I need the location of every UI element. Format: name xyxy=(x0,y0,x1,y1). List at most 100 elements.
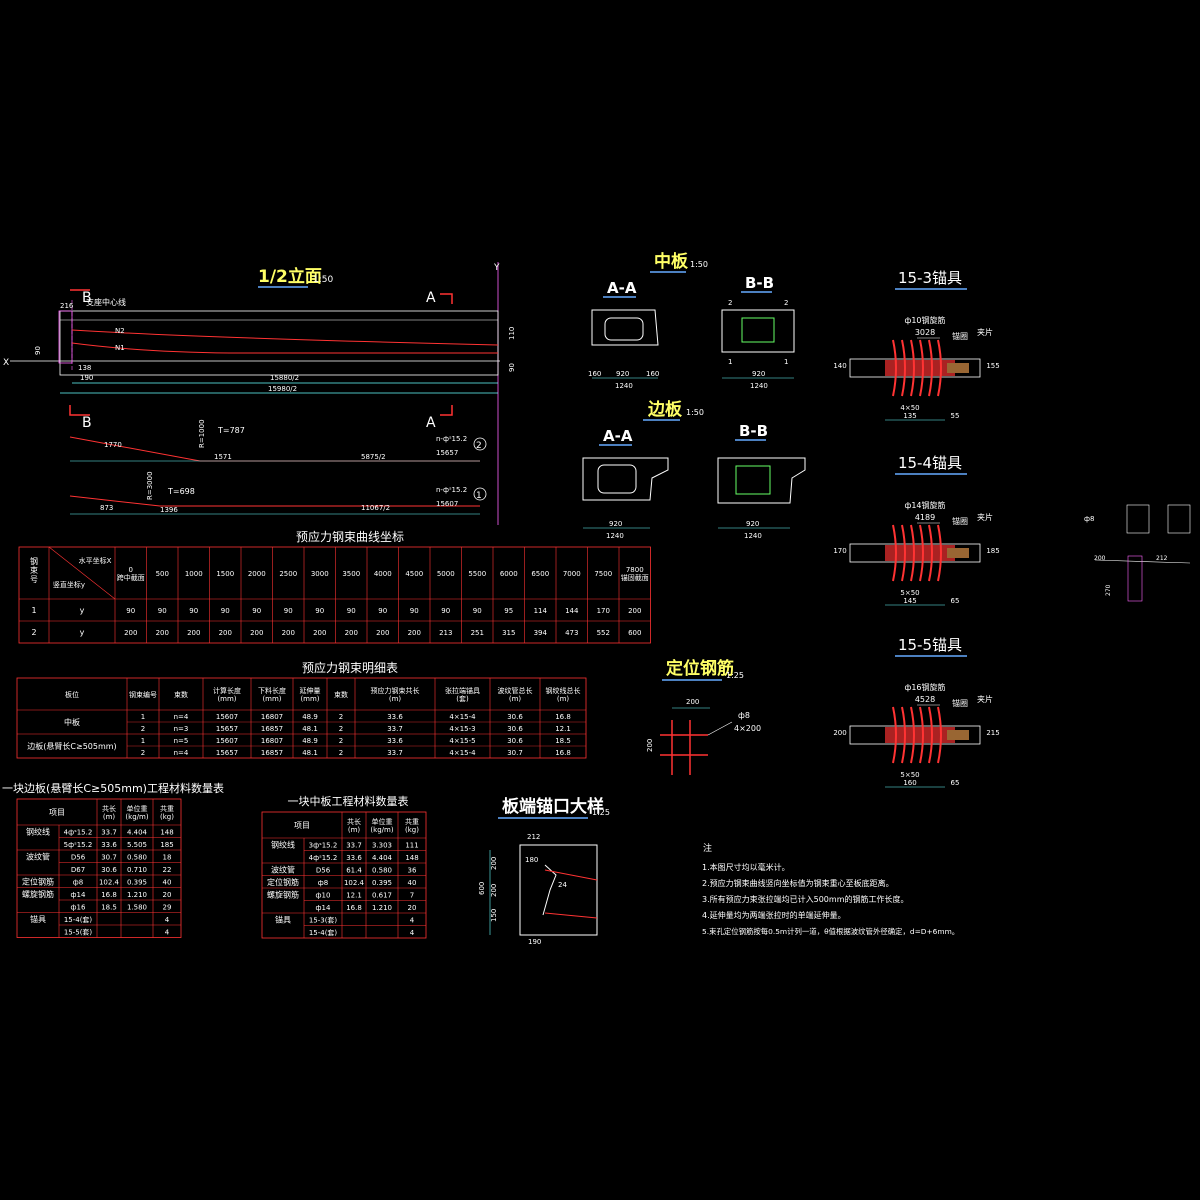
detail-table-head-6-line: 束数 xyxy=(334,690,348,699)
detail-table-head-8-line: (套) xyxy=(456,694,469,703)
edge-qty-cell-line: 0.710 xyxy=(127,866,147,874)
detail-table-title-line: 预应力钢束明细表 xyxy=(302,660,398,675)
edge-qty-cell: 1.580 xyxy=(127,903,147,911)
edge-qty-cell-line: 20 xyxy=(163,891,172,899)
middle-aa-dim-920: 920 xyxy=(616,370,629,378)
edge-qty-head-3-line: 单位重 xyxy=(127,804,148,813)
right-side-detail: ф8 200 212 270 xyxy=(1084,504,1191,602)
detail-table-cell-line: 4×15-5 xyxy=(449,737,475,745)
edge-qty-cell: 18 xyxy=(163,853,172,861)
coord-table-diagonal xyxy=(48,546,116,600)
coord-table-head-id: 钢束号 xyxy=(30,556,38,584)
middle-qty-head-3-line: 单位重 xyxy=(372,817,393,826)
coord-table-row-id-line: 2 xyxy=(31,628,36,637)
tendon-2-incline xyxy=(69,436,201,462)
middle-qty-cell-line: 0.617 xyxy=(372,891,392,899)
coord-table-cell-line: 552 xyxy=(597,629,610,637)
middle-bb-void xyxy=(741,317,775,343)
anchor-5-bar-length: 4528 xyxy=(915,695,935,704)
middle-qty-cell-line: 波纹管 xyxy=(271,864,295,874)
coord-table-cell-line: 200 xyxy=(187,629,200,637)
detail-table-cell: 16857 xyxy=(261,749,283,757)
edge-qty-cell: 29 xyxy=(163,903,172,911)
anchor-3-dim-spiral: 4×50 xyxy=(900,404,919,412)
detail-table-cell: 16.8 xyxy=(555,713,571,721)
coord-table-cell-line: 90 xyxy=(284,607,293,615)
anchor-5-spiral-turn xyxy=(901,706,906,764)
anchor-4-dim-tail-line: 65 xyxy=(951,597,960,605)
coord-table-border xyxy=(18,546,651,644)
anchor-3-wedge xyxy=(947,363,969,373)
edge-qty-cell-line: 33.6 xyxy=(101,841,117,849)
detail-table-head-4-line: 下料长度 xyxy=(258,686,286,695)
coord-table-cell-line: 90 xyxy=(315,607,324,615)
edge-bb-title: B-B xyxy=(739,422,768,440)
anchor-4-dim-right-a: 185 xyxy=(986,547,999,555)
detail-table-cell: 18.5 xyxy=(555,737,571,745)
anchor-3-dim-tail-line: 55 xyxy=(951,412,960,420)
edge-qty-cell: 15-5(套) xyxy=(64,927,93,936)
anchor-5-dim-left-a-line: 200 xyxy=(833,729,846,737)
middle-qty-cell-line: 3.303 xyxy=(372,841,392,849)
tendon-2-length: 15657 xyxy=(436,449,458,457)
tendon-2-label: n-фˢ15.2 xyxy=(436,435,467,443)
tendon-n1-curve xyxy=(71,342,498,354)
detail-table-cell-line: 33.7 xyxy=(387,725,403,733)
middle-qty-cell: 4фˢ15.2 xyxy=(309,854,338,862)
anchor-3-wedge-label: 夹片 xyxy=(977,327,993,337)
detail-table-cell-line: 4×15-4 xyxy=(449,713,476,721)
coord-table-row-id-line: 1 xyxy=(31,606,36,615)
edge-qty-cell-line: ф14 xyxy=(71,891,86,899)
edge-aa-dim-1240: 1240 xyxy=(606,532,624,540)
anchor-5-spiral-turn xyxy=(937,706,942,764)
middle-aa-dim-160b: 160 xyxy=(646,370,659,378)
middle-qty-title-line: 一块中板工程材料数量表 xyxy=(288,794,409,808)
coord-table-head-x: 水平坐标X xyxy=(79,556,112,565)
anchor-4-spiral-turn xyxy=(919,524,924,582)
middle-qty-cell: 波纹管 xyxy=(271,864,295,874)
middle-qty-cell-line: 20 xyxy=(408,904,417,912)
middle-qty-cell-line: 33.6 xyxy=(346,854,362,862)
anchor-3-spiral-turn xyxy=(892,339,897,397)
detail-table-cell: n=4 xyxy=(174,749,189,757)
middle-qty-cell: 102.4 xyxy=(344,879,365,887)
detail-table-cell-line: 15657 xyxy=(216,725,238,733)
edge-qty-cell-line: D67 xyxy=(71,866,85,874)
edge-qty-cell: 钢绞线 xyxy=(26,826,50,836)
detail-table-cell-line: 30.6 xyxy=(507,713,523,721)
coord-table-col-7-line: 3500 xyxy=(342,570,360,578)
middle-qty-head-item-line: 项目 xyxy=(294,821,310,830)
edge-aa-dim-920: 920 xyxy=(609,520,622,528)
slab-end-dim-200b: 200 xyxy=(490,884,498,897)
coord-table-cell-line: 600 xyxy=(628,629,641,637)
coord-table-cell-line: 114 xyxy=(534,607,548,615)
coord-table-cell: 90 xyxy=(284,607,293,615)
tendon-1-dim-b: 1396 xyxy=(160,506,178,514)
anchor-4-spiral-turn xyxy=(901,524,906,582)
coord-table-cell: 200 xyxy=(187,629,200,637)
detail-table-cell: 16.8 xyxy=(555,749,571,757)
coord-table-cell: 200 xyxy=(124,629,137,637)
coord-table-cell-line: 200 xyxy=(124,629,137,637)
detail-table-head-10-line: (m) xyxy=(557,695,570,703)
detail-table-group-name-line: 边板(悬臂长C≥505mm) xyxy=(27,741,116,751)
coord-table-col-10: 5000 xyxy=(437,570,455,578)
detail-table-head-3: 计算长度(mm) xyxy=(213,686,241,703)
anchor-3-bar-length: 3028 xyxy=(915,328,935,337)
detail-table-head-8-line: 张拉端锚具 xyxy=(445,686,480,695)
tendon-2-dim-a: 1770 xyxy=(104,441,122,449)
detail-table-cell-line: 33.6 xyxy=(387,737,403,745)
anchor-3-wedge-label-line: 夹片 xyxy=(977,327,993,337)
middle-qty-cell-line: 16.8 xyxy=(346,904,362,912)
middle-qty-cell: 15-3(套) xyxy=(309,915,338,924)
middle-qty-cell-line: 0.395 xyxy=(372,879,392,887)
coord-table-col-4-line: 2000 xyxy=(248,570,266,578)
anchor-3-dim-length-line: 135 xyxy=(903,412,916,420)
dim-right-110: 110 xyxy=(508,327,516,340)
section-mark-a-top: A xyxy=(426,290,436,306)
edge-qty-cell-line: 1.210 xyxy=(127,891,147,899)
edge-qty-cell-line: 定位钢筋 xyxy=(22,876,54,886)
anchor-4-title: 15-4锚具 xyxy=(898,454,962,472)
coord-table-cell-line: 90 xyxy=(126,607,135,615)
